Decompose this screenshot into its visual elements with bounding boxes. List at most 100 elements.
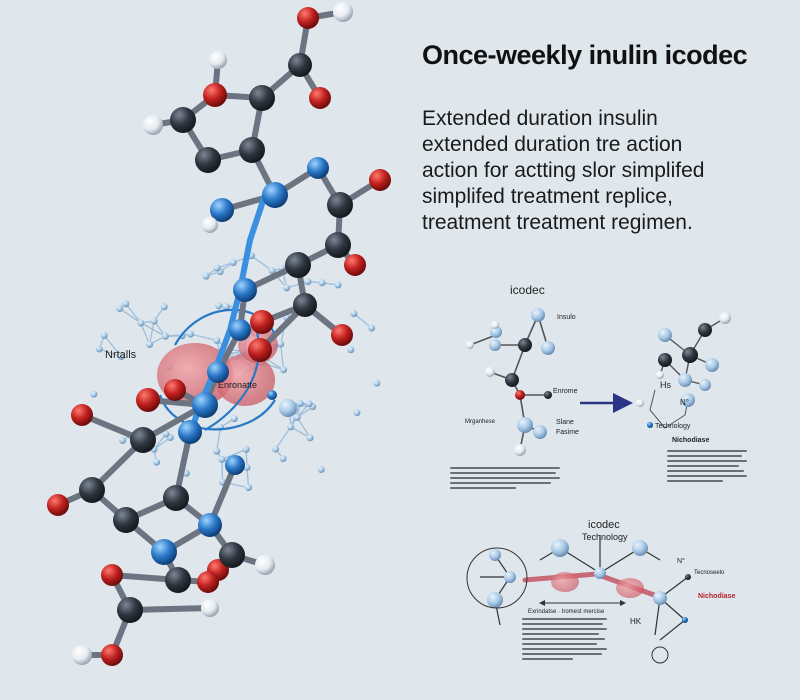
lattice-atom [122,300,130,308]
lattice-atom [213,337,221,345]
molecule-label-center: Enronatte [218,380,257,390]
diagram-top-atom [682,347,698,363]
molecule-atom [192,392,218,418]
lattice-atom [353,409,361,417]
text-block-bottom [522,618,607,663]
molecule-atom [262,182,288,208]
lattice-atom [279,455,287,463]
bond [290,426,311,439]
lattice-atom [137,319,145,327]
diagram-bottom-atom [685,574,691,580]
bond [140,322,166,337]
diagram-top-atom [489,339,501,351]
molecule-atom [202,217,218,233]
diagram-top-atom [719,312,731,324]
molecule-atom [344,254,366,276]
molecule-atom [198,513,222,537]
lattice-atom [317,466,325,474]
lattice-atom [146,340,154,348]
molecule-atoms [47,2,391,666]
diagram-top-atom [699,379,711,391]
lattice-atom [117,353,125,361]
description-line: Extended duration insulin [422,107,658,130]
molecule-atom [210,198,234,222]
molecule-atom [163,485,189,511]
bond [125,303,142,324]
lattice-atom [213,264,221,272]
molecule-atom [170,107,196,133]
molecule-atom [333,2,353,22]
lattice-atom [296,399,304,407]
diagram-bottom-atom [653,591,667,605]
diagram-bottom-atom [682,617,688,623]
diagram-top-atom [490,326,502,338]
lattice-atom [218,455,226,463]
molecule-atom [325,232,351,258]
molecule-atom [267,390,277,400]
bond [250,255,273,272]
molecule-atom [209,51,227,69]
diagram-top-atom [531,308,545,322]
lattice-atom [373,379,381,387]
lattice-atom [90,390,98,398]
molecule-atom [101,644,123,666]
molecule-atom [72,645,92,665]
lattice-atom [283,284,291,292]
diagram-top-atom [698,323,712,337]
lattice-atom [213,447,221,455]
diagram-top-atom [647,422,653,428]
molecule-atom [47,494,69,516]
diagram-top-atom [466,341,474,349]
lattice-atom [162,430,170,438]
diagram-top-atom [515,390,525,400]
molecule-atom [248,338,272,362]
lattice-atom [95,345,103,353]
description-line: action for actting slor simplifed [422,159,705,182]
diagram-bottom-atom [594,567,606,579]
diagram-top-atom [678,373,692,387]
molecule-atom [331,324,353,346]
lattice-atom [116,305,124,313]
bond [353,312,372,329]
bond [286,281,309,289]
diagram-top-label-slane: Slane [556,419,574,426]
molecule-atom [225,455,245,475]
molecule-atom [117,597,143,623]
lattice-atom [306,434,314,442]
description-line: extended duration tre action [422,133,683,156]
bond [148,320,155,345]
lattice-atom [215,302,223,310]
bond [127,605,213,613]
description-line: treatment treatment regimen. [422,211,693,234]
diagram-top-label-mrganhese: Mrganhese [465,419,496,425]
diagram-top-atom [514,444,526,456]
diagram-top-label-insulo: Insulo [557,314,576,321]
text-block-top-right [667,450,747,485]
molecule-atom [201,599,219,617]
page-title: Once-weekly inulin icodec [422,40,748,70]
diagram-top-atom [533,425,547,439]
diagram-top-atom [705,358,719,372]
text-block-top-left [450,467,560,492]
molecule-atom [113,507,139,533]
lattice-atom [287,423,295,431]
molecule-atom [239,137,265,163]
diagram-top-label-fasime: Fasime [556,429,579,436]
molecule-atom [130,427,156,453]
molecule-atom [71,404,93,426]
lattice-atom [245,484,253,492]
diagram-top [466,308,731,456]
bond [275,426,292,450]
diagram-top-label-n: N° [680,398,689,407]
lattice-atom [347,346,355,354]
molecule-atom [293,293,317,317]
diagram-top-atom [491,321,499,329]
molecule-atom [219,542,245,568]
molecule-atom [197,571,219,593]
bond [216,427,222,452]
lattice-atom [272,445,280,453]
diagram-top-atom [517,417,533,433]
diagram-top-atom [541,341,555,355]
lattice-atom [277,340,285,348]
bond [119,308,142,324]
